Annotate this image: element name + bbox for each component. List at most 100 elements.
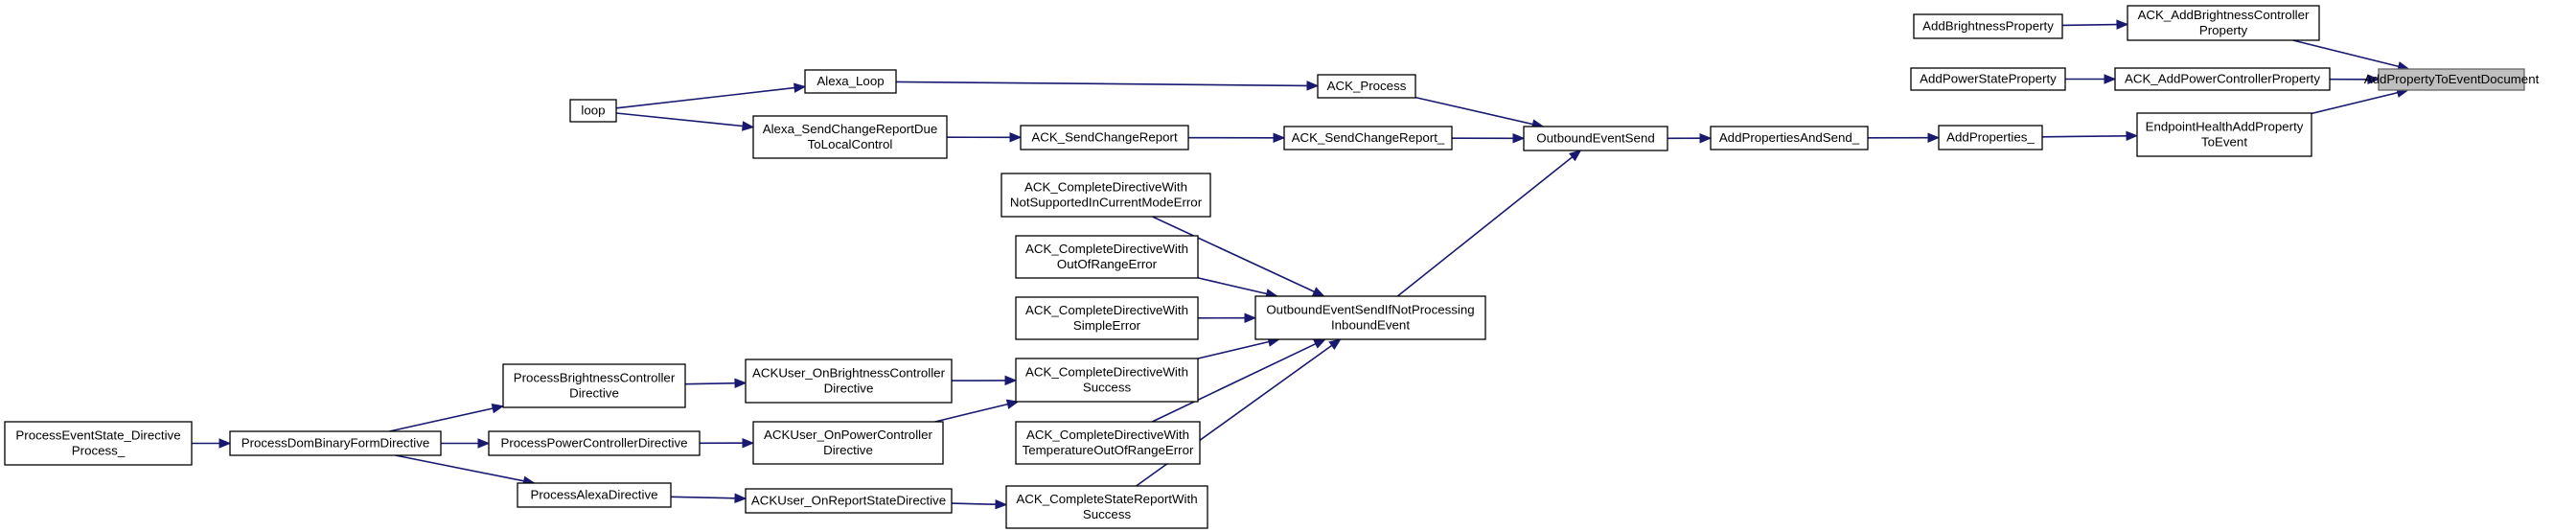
node-label: Directive	[823, 443, 873, 457]
node-loop[interactable]: loop	[569, 99, 617, 123]
arrowhead-icon	[1311, 287, 1325, 297]
edge-line	[1396, 156, 1574, 297]
node-addpropsend[interactable]: AddPropertiesAndSend_	[1710, 126, 1869, 150]
node-ackpower[interactable]: ACK_AddPowerControllerProperty	[2114, 67, 2331, 91]
edge-line	[895, 81, 1308, 87]
node-box	[229, 430, 442, 456]
node-powerprop[interactable]: AddPowerStateProperty	[1910, 67, 2066, 91]
node-label: OutboundEventSendIfNotProcessing	[1266, 303, 1474, 317]
node-acksendcr[interactable]: ACK_SendChangeReport	[1020, 125, 1189, 150]
node-box	[1015, 421, 1201, 465]
edge-procpower-to-userpower	[699, 437, 755, 449]
arrowhead-icon	[742, 121, 755, 131]
node-label: Property	[2199, 23, 2248, 37]
arrowhead-icon	[1512, 133, 1526, 144]
arrowhead-icon	[995, 498, 1008, 510]
node-brightprop[interactable]: AddBrightnessProperty	[1913, 13, 2063, 39]
node-box	[1283, 126, 1453, 150]
node-ackprocess[interactable]: ACK_Process	[1317, 74, 1416, 99]
node-label: ACK_Process	[1327, 79, 1407, 93]
edge-procdom-to-procbright	[389, 403, 505, 432]
node-box	[517, 482, 672, 508]
node-label: ACKUser_OnPowerController	[764, 428, 932, 442]
node-label: ToLocalControl	[808, 137, 893, 151]
edge-ackpower-to-target	[2329, 74, 2380, 85]
node-box	[752, 115, 948, 159]
node-label: Directive	[569, 386, 619, 401]
node-label: ACK_CompleteDirectiveWith	[1025, 303, 1188, 317]
edge-procbright-to-userbright	[684, 378, 748, 388]
arrowhead-icon	[2104, 74, 2117, 84]
node-label: ProcessBrightnessController	[514, 371, 676, 385]
edge-alexasend-to-acksendcr	[946, 132, 1023, 143]
node-procalexa[interactable]: ProcessAlexaDirective	[517, 482, 672, 508]
arrowhead-icon	[1927, 132, 1941, 143]
node-label: Success	[1083, 381, 1132, 395]
edge-line	[395, 454, 524, 482]
node-outbound[interactable]: OutboundEventSend	[1523, 126, 1668, 151]
arrowhead-icon	[1004, 375, 1018, 386]
arrowhead-icon	[2126, 130, 2139, 142]
node-box	[804, 69, 897, 94]
node-label: Directive	[824, 382, 874, 396]
arrowhead-icon	[477, 438, 491, 449]
node-acksendcr_[interactable]: ACK_SendChangeReport_	[1283, 126, 1453, 150]
node-cdnotsupp[interactable]: ACK_CompleteDirectiveWithNotSupportedInC…	[1000, 173, 1211, 218]
node-alexaloop[interactable]: Alexa_Loop	[804, 69, 897, 94]
edge-line	[2292, 39, 2400, 68]
edge-acksendcr_-to-outbound	[1451, 133, 1526, 144]
node-label: InboundEvent	[1331, 318, 1410, 333]
node-label: ProcessAlexaDirective	[530, 488, 657, 502]
node-label: ACK_CompleteDirectiveWith	[1024, 180, 1187, 195]
edge-userreport-to-csrsuccess	[951, 498, 1008, 510]
node-box	[1523, 126, 1668, 151]
node-label: ACK_CompleteDirectiveWith	[1025, 242, 1188, 256]
node-box	[745, 488, 953, 514]
node-target[interactable]: AddPropertyToEventDocument	[2364, 68, 2540, 91]
node-box	[752, 421, 944, 465]
node-box	[1910, 67, 2066, 91]
edge-ackbright-to-target	[2292, 39, 2410, 72]
node-box	[1254, 295, 1486, 340]
arrowhead-icon	[734, 493, 748, 504]
edge-line	[1197, 277, 1267, 295]
node-cdtemp[interactable]: ACK_CompleteDirectiveWithTemperatureOutO…	[1015, 421, 1201, 465]
edge-procdom-to-procalexa	[395, 454, 536, 486]
node-procpower[interactable]: ProcessPowerControllerDirective	[488, 430, 701, 456]
node-outboundnp[interactable]: OutboundEventSendIfNotProcessingInboundE…	[1254, 295, 1486, 340]
edge-line	[2061, 23, 2118, 27]
node-label: ACK_CompleteDirectiveWith	[1026, 428, 1189, 442]
node-box	[1015, 235, 1199, 279]
edge-health-to-target	[2311, 87, 2409, 115]
edge-outboundnp-to-outbound	[1396, 150, 1582, 297]
node-label: TemperatureOutOfRangeError	[1023, 443, 1194, 457]
arrowhead-icon	[1244, 312, 1257, 323]
arrowhead-icon	[2367, 74, 2380, 85]
node-label: AddProperties_	[1946, 130, 2035, 145]
node-procdom[interactable]: ProcessDomBinaryFormDirective	[229, 430, 442, 456]
node-label: Process_	[72, 444, 126, 458]
node-box	[4, 421, 193, 466]
node-userreport[interactable]: ACKUser_OnReportStateDirective	[745, 488, 953, 514]
node-box	[2114, 67, 2331, 91]
node-addprops[interactable]: AddProperties_	[1938, 125, 2043, 150]
edge-loop-to-alexaloop	[615, 82, 807, 109]
edge-line	[615, 86, 795, 109]
node-label: ACK_CompleteDirectiveWith	[1025, 365, 1188, 380]
node-box	[1000, 173, 1211, 218]
edge-line	[2041, 135, 2128, 138]
edge-userbright-to-cdsuccess	[951, 375, 1018, 386]
edge-alexaloop-to-ackprocess	[895, 81, 1320, 91]
